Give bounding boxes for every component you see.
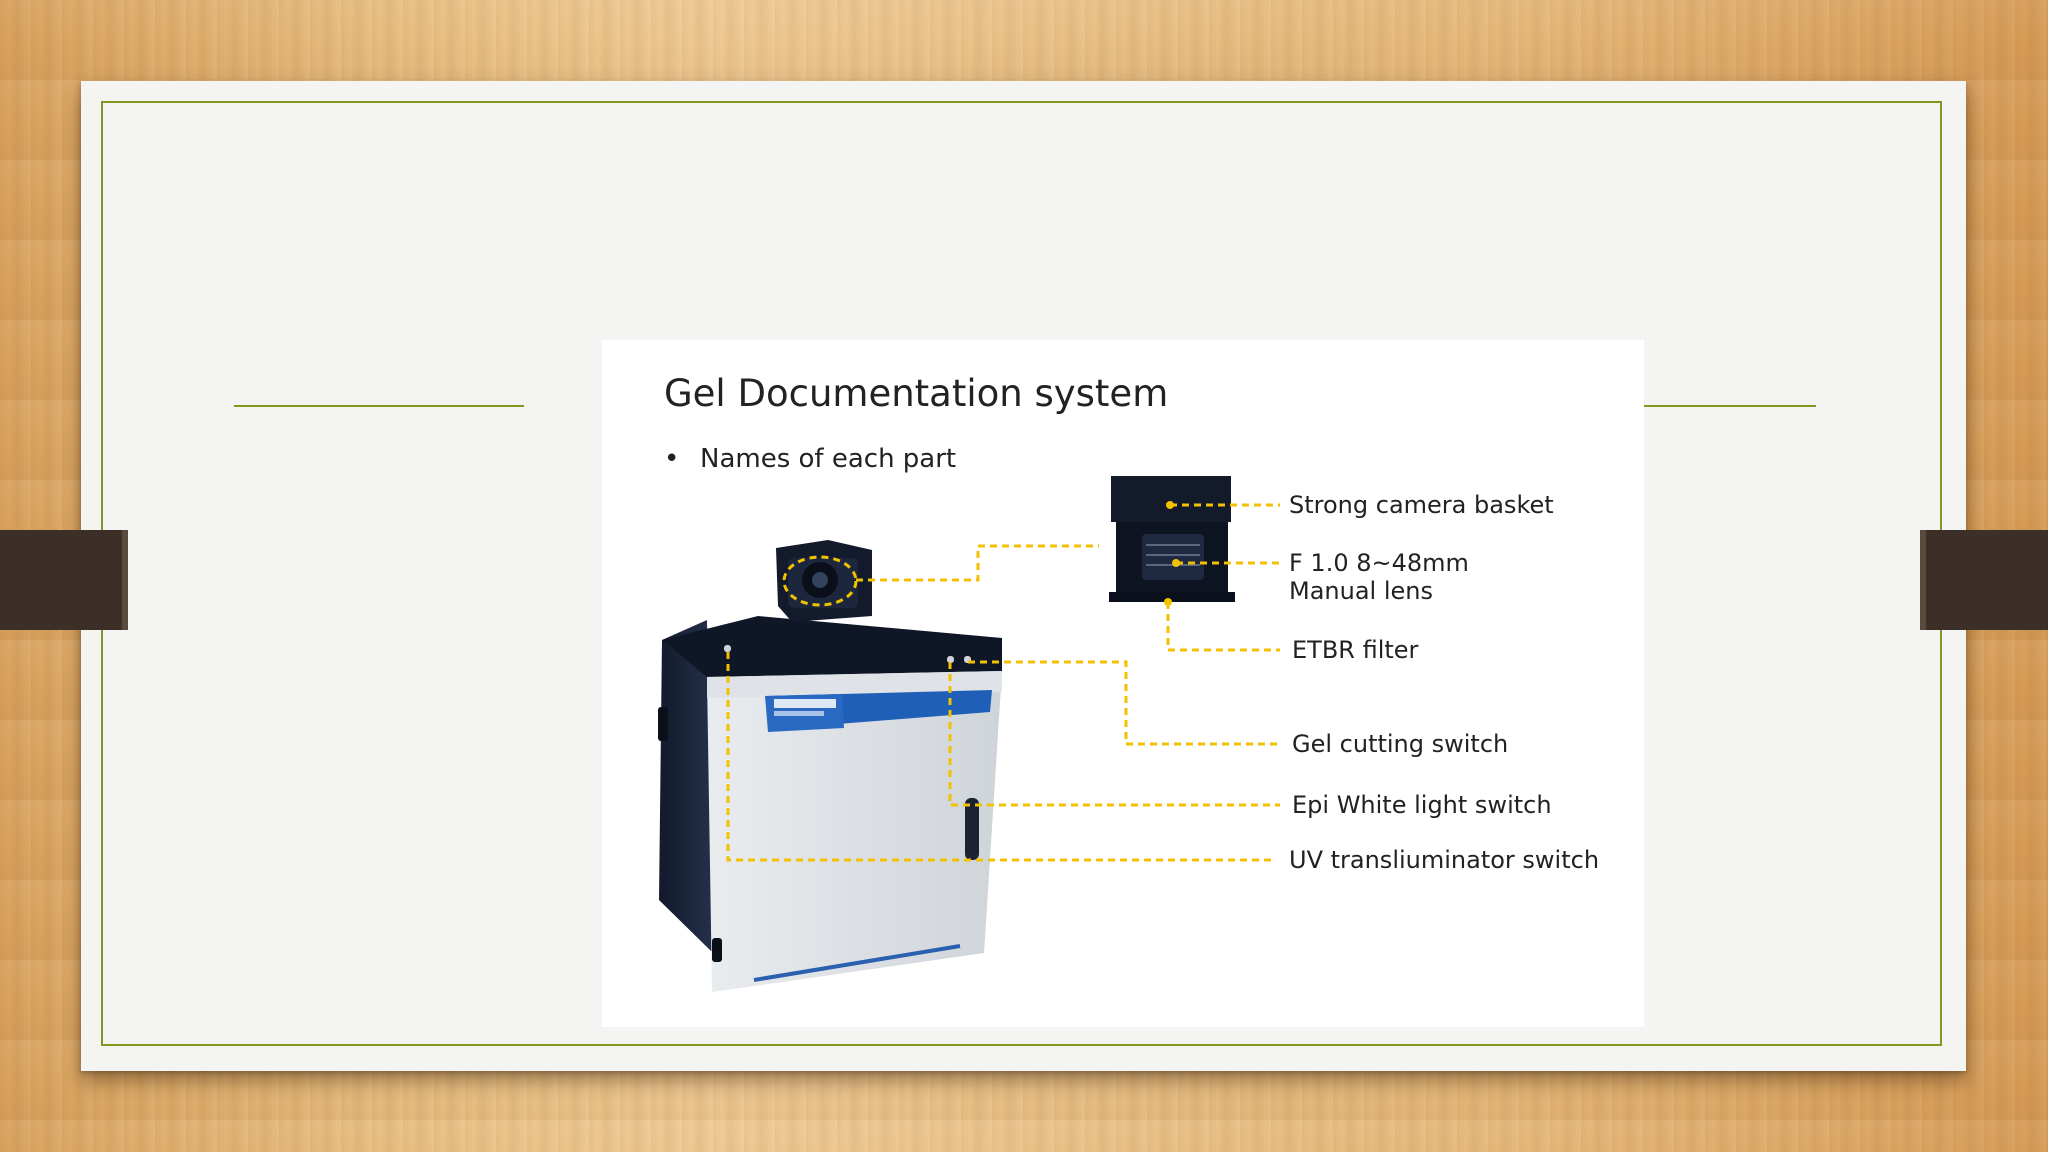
uv-switch-knob: [724, 645, 731, 652]
divider-left: [234, 405, 524, 407]
divider-right: [1564, 405, 1816, 407]
cabinet-door: [707, 671, 1002, 992]
slide-title: Gel Documentation system: [664, 372, 1169, 415]
camera-detail: [1109, 476, 1235, 602]
door-handle: [965, 798, 979, 860]
label-etbr-filter: ETBR filter: [1292, 636, 1419, 664]
label-manual-lens: Manual lens: [1289, 577, 1433, 605]
epi-switch-knob: [947, 656, 954, 663]
brand-text-bar: [774, 699, 836, 708]
callout-lines: [726, 503, 1282, 862]
camera-housing: [776, 540, 872, 622]
callout-gel-cutting: [968, 660, 1280, 746]
slide: Gel Documentation system • Names of each …: [81, 81, 1966, 1071]
callout-etbr-filter: [1166, 602, 1280, 652]
gel-doc-cabinet: [658, 616, 1002, 992]
callout-uv-switch: [726, 652, 1276, 862]
binder-tab-right: [1920, 530, 2048, 630]
gel-doc-diagram: [658, 476, 1282, 992]
bullet-marker: •: [664, 444, 680, 474]
label-gel-cutting-switch: Gel cutting switch: [1292, 730, 1509, 758]
camera-basket: [1111, 476, 1231, 522]
binder-tab-left: [0, 530, 128, 630]
door-bottom-stripe: [753, 944, 961, 982]
callout-epi-white: [948, 662, 1280, 807]
label-uv-transilluminator-switch: UV transliuminator switch: [1289, 846, 1600, 874]
label-epi-white-light-switch: Epi White light switch: [1292, 791, 1552, 819]
bullet-text: Names of each part: [700, 444, 957, 474]
label-strong-camera-basket: Strong camera basket: [1289, 491, 1554, 519]
slide-image: Gel Documentation system • Names of each …: [602, 340, 1644, 1027]
bullet-item: • Names of each part: [664, 444, 956, 474]
label-lens-spec: F 1.0 8~48mm: [1289, 549, 1469, 577]
callout-dots: [1164, 501, 1180, 606]
callout-camera-to-detail: [856, 544, 1099, 582]
